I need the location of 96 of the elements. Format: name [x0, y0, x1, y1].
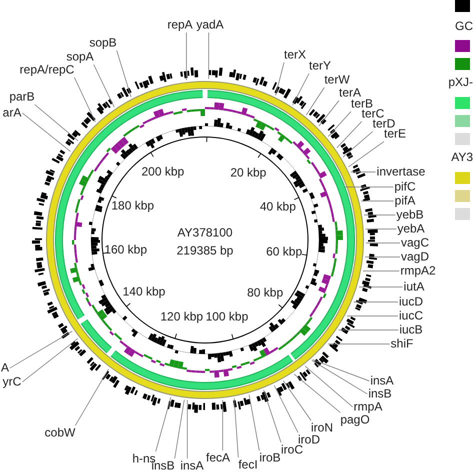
leader-line [336, 121, 362, 148]
gene-label: iucD [399, 296, 423, 308]
gene-label: A [1, 362, 9, 374]
gene-label: pifC [394, 180, 416, 194]
sequence-name: AY378100 [177, 226, 233, 240]
gene-label: insA [370, 374, 394, 388]
gene-label: terW [324, 74, 350, 86]
leader-line [275, 62, 284, 96]
leader-line [116, 50, 132, 98]
leader-line [306, 87, 325, 116]
leader-line [186, 32, 187, 80]
gene-label: insB [368, 388, 392, 400]
leader-line [348, 141, 384, 168]
leader-line [74, 77, 96, 122]
gene-label: terA [339, 86, 361, 100]
leader-line [312, 359, 370, 382]
gene-label: repA [167, 18, 193, 32]
legend-heading: GC [455, 20, 473, 33]
gene-label: iroN [311, 422, 333, 434]
gene-label: iroB [259, 452, 281, 464]
gene-label: terY [309, 60, 331, 72]
gene-label: terD [372, 118, 396, 130]
gene-label: yrC [2, 376, 22, 388]
gene-label: iucC [399, 310, 423, 322]
legend-heading: pXJ- [448, 76, 473, 89]
leader-line [174, 399, 185, 459]
leader-line [318, 100, 340, 127]
gene-label: terX [284, 48, 306, 62]
gene-label: terB [351, 98, 373, 110]
gene-label: iroC [281, 444, 303, 456]
gene-label: sopA [66, 50, 94, 64]
leader-line [294, 374, 341, 413]
gene-label: iroD [298, 434, 320, 446]
gene-label: parB [9, 90, 35, 104]
gene-label: fecA [206, 452, 230, 464]
gene-label: yebA [397, 222, 425, 236]
gene-label: vagD [401, 250, 429, 264]
leader-line [10, 330, 73, 368]
gene-label: repA/repC [20, 64, 74, 76]
scale-label: 100 kbp [206, 310, 248, 324]
scale-label: 160 kbp [104, 244, 148, 257]
gene-label: vagC [401, 236, 429, 250]
leader-line [342, 131, 374, 158]
scale-label: 140 kbp [122, 285, 166, 298]
leader-line [365, 228, 397, 230]
scale-label: 120 kbp [160, 310, 204, 324]
gene-label: iutA [404, 280, 424, 294]
gene-label: insA [180, 460, 204, 472]
gene-label: rmpA [354, 400, 382, 414]
scale-label: 180 kbp [111, 199, 154, 212]
gene-label: fecI [238, 458, 258, 472]
leader-line [282, 380, 312, 421]
gene-label: pifA [394, 194, 416, 208]
leader-line [186, 400, 188, 459]
gene-label: yebB [396, 208, 424, 222]
leader-line [93, 64, 115, 108]
leader-line [208, 32, 210, 80]
scale-label: 40 kbp [260, 200, 296, 214]
leader-line [263, 390, 282, 443]
scale-label: 80 kbp [247, 286, 284, 300]
leader-line [364, 256, 400, 258]
leader-line [274, 385, 298, 433]
leader-line [22, 112, 71, 152]
gene-label: invertase [376, 166, 426, 178]
scale-label: 20 kbp [230, 166, 266, 180]
leader-line [364, 214, 396, 216]
sequence-length: 219385 bp [176, 244, 234, 258]
leader-line [366, 242, 400, 244]
scale-label: 60 kbp [266, 245, 302, 258]
gene-label: terC [362, 108, 384, 120]
gene-label: terE [384, 128, 406, 140]
legend-heading: AY3 [451, 151, 473, 164]
leader-line [34, 104, 78, 142]
leader-line [292, 73, 310, 106]
leader-line [222, 400, 224, 451]
leader-line [328, 111, 352, 137]
leader-line [22, 338, 78, 382]
leader-line [362, 270, 400, 272]
scale-label: 200 kbp [141, 166, 184, 179]
gene-label: yadA [196, 18, 224, 32]
leader-line [312, 360, 368, 394]
gene-label: shiF [390, 338, 414, 350]
leader-line [344, 186, 394, 188]
gene-label: arA [2, 106, 22, 120]
gene-label: cobW [44, 426, 76, 440]
leader-line [358, 286, 404, 288]
leader-line [304, 366, 354, 408]
leader-line [360, 200, 394, 202]
gene-label: sopB [89, 36, 117, 50]
leader-line [155, 396, 172, 452]
leader-line [74, 368, 109, 426]
gene-label: pagO [340, 414, 370, 426]
gene-label: iucB [399, 324, 423, 336]
gene-label: rmpA2 [400, 264, 436, 278]
leader-line [248, 394, 260, 451]
leader-line [234, 398, 239, 458]
